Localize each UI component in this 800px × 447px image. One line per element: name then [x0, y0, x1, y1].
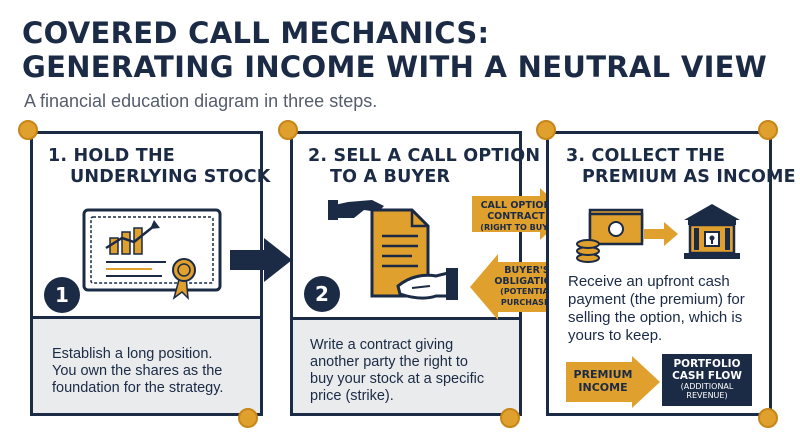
corner-dot	[536, 120, 556, 140]
bank-vault-icon	[684, 204, 740, 259]
buyer-obligation-arrow-icon	[470, 254, 564, 320]
step-1-to-2-arrow-icon	[230, 238, 292, 282]
buyer-obligation-arrow-label: BUYER'S OBLIGATION (POTENTIAL PURCHASE)	[494, 265, 560, 307]
step-3-title: 3. COLLECT THE PREMIUM AS INCOME	[566, 146, 796, 187]
corner-dot	[278, 120, 298, 140]
corner-dot	[758, 120, 778, 140]
cash-stack-icon	[576, 208, 644, 263]
call-option-arrow-icon	[472, 188, 568, 240]
corner-dot	[500, 408, 520, 428]
step-1-description-area	[33, 316, 260, 413]
step-2-description: Write a contract giving another party th…	[310, 337, 485, 404]
portfolio-cash-flow-box: PORTFOLIO CASH FLOW (ADDITIONAL REVENUE)	[662, 354, 752, 406]
stock-certificate-icon	[82, 208, 222, 300]
contract-handoff-icon	[328, 200, 458, 300]
step-1-number-badge: 1	[44, 277, 80, 313]
step-3-description: Receive an upfront cash payment (the pre…	[568, 273, 745, 344]
step-1-title: 1. HOLD THE UNDERLYING STOCK	[48, 146, 271, 187]
step-2-title: 2. SELL A CALL OPTION TO A BUYER	[308, 146, 541, 187]
step-2-number-badge: 2	[304, 276, 340, 312]
cash-to-bank-arrow-icon	[644, 222, 678, 246]
premium-income-arrow-icon	[566, 356, 660, 408]
call-option-arrow-label: CALL OPTION CONTRACT (RIGHT TO BUY)	[480, 200, 552, 232]
premium-income-label: PREMIUM INCOME	[573, 368, 633, 394]
page-title: COVERED CALL MECHANICS: GENERATING INCOM…	[22, 16, 782, 84]
corner-dot	[238, 408, 258, 428]
step-1-description: Establish a long position. You own the s…	[52, 346, 224, 396]
corner-dot	[18, 120, 38, 140]
title-line-1: COVERED CALL MECHANICS:	[22, 16, 490, 50]
subtitle: A financial education diagram in three s…	[24, 91, 378, 111]
step-1-panel	[30, 131, 263, 416]
title-line-2: GENERATING INCOME WITH A NEUTRAL VIEW	[22, 50, 768, 84]
corner-dot	[758, 408, 778, 428]
step-2-description-area	[293, 317, 519, 413]
